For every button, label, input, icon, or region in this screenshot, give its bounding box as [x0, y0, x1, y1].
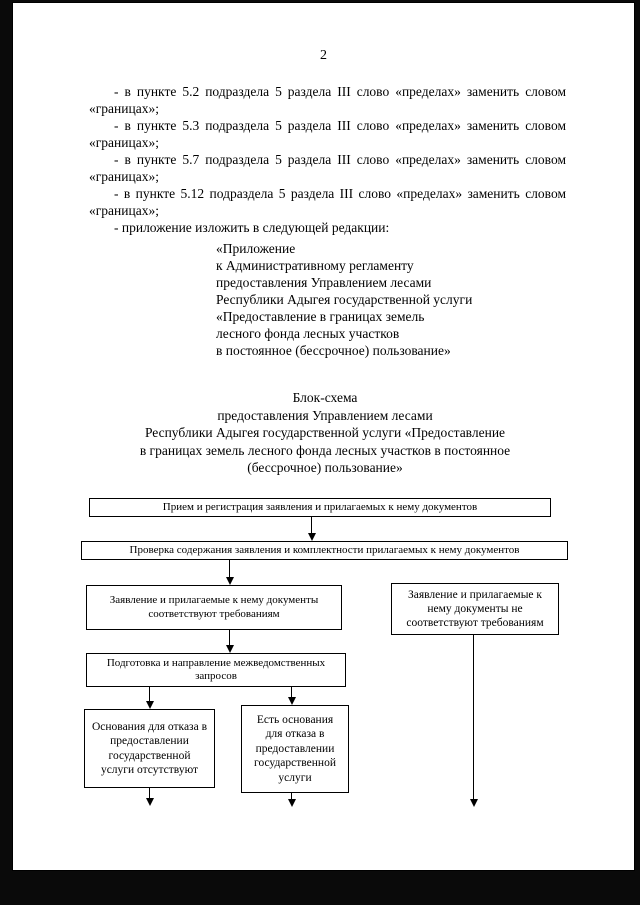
flowchart-box-label: Проверка содержания заявления и комплект… — [129, 543, 520, 556]
flowchart-box-requests: Подготовка и направление межведомственны… — [86, 653, 346, 687]
annex-line: «Приложение — [216, 241, 296, 256]
flowchart-box-compliant: Заявление и прилагаемые к нему документы… — [86, 585, 342, 630]
arrow-down-icon — [288, 687, 296, 705]
flowchart-box-no-refusal: Основания для отказа в предоставлении го… — [84, 709, 215, 788]
amendment-paragraph: - в пункте 5.2 подраздела 5 раздела III … — [89, 84, 566, 116]
page-number: 2 — [320, 48, 327, 63]
flowchart-box-label: Заявление и прилагаемые к нему документы… — [406, 589, 544, 629]
annex-line: предоставления Управлением лесами — [216, 275, 432, 290]
flowchart-box-verification: Проверка содержания заявления и комплект… — [81, 541, 568, 560]
annex-line: лесного фонда лесных участков — [216, 326, 400, 341]
flowchart-box-reception: Прием и регистрация заявления и прилагае… — [89, 498, 551, 517]
annex-line: в постоянное (бессрочное) пользование» — [216, 343, 451, 358]
flowchart-title: Блок-схема предоставления Управлением ле… — [33, 389, 617, 477]
flowchart-box-refusal: Есть основания для отказа в предоставлен… — [241, 705, 349, 793]
arrow-down-icon — [146, 687, 154, 709]
annex-heading: «Приложение к Административному регламен… — [216, 240, 472, 359]
document-page: 2 - в пункте 5.2 подраздела 5 раздела II… — [12, 2, 635, 871]
flowchart-box-label: Прием и регистрация заявления и прилагае… — [162, 500, 478, 513]
arrow-down-icon — [288, 793, 296, 807]
arrow-down-icon — [226, 560, 234, 585]
arrow-down-icon — [308, 517, 316, 541]
flowchart-title-line: Блок-схема — [292, 390, 358, 405]
annex-line: «Предоставление в границах земель — [216, 309, 425, 324]
flowchart-title-line: (бессрочное) пользование» — [247, 460, 403, 475]
flowchart-title-line: в границах земель лесного фонда лесных у… — [139, 442, 511, 458]
amendment-paragraph: - в пункте 5.3 подраздела 5 раздела III … — [89, 118, 566, 150]
flowchart-title-line: предоставления Управлением лесами — [217, 407, 433, 423]
annex-line: к Административному регламенту — [216, 258, 414, 273]
flowchart-box-label: Основания для отказа в предоставлении го… — [91, 720, 208, 777]
flowchart-title-line: Республики Адыгея государственной услуги… — [144, 425, 506, 440]
flowchart-box-label: Подготовка и направление межведомственны… — [106, 656, 326, 683]
annex-line: Республики Адыгея государственной услуги — [216, 292, 473, 307]
amendment-paragraph: - приложение изложить в следующей редакц… — [114, 220, 390, 235]
amendment-paragraph: - в пункте 5.7 подраздела 5 раздела III … — [89, 152, 566, 184]
arrow-down-icon — [146, 788, 154, 806]
amendments-section: - в пункте 5.2 подраздела 5 раздела III … — [89, 83, 566, 236]
flowchart-box-label: Есть основания для отказа в предоставлен… — [254, 713, 336, 784]
flowchart-box-label: Заявление и прилагаемые к нему документы… — [109, 594, 319, 620]
arrow-down-icon — [226, 630, 234, 653]
arrow-down-icon — [470, 635, 478, 807]
flowchart-box-noncompliant: Заявление и прилагаемые к нему документы… — [391, 583, 559, 635]
amendment-paragraph: - в пункте 5.12 подраздела 5 раздела III… — [89, 186, 566, 218]
